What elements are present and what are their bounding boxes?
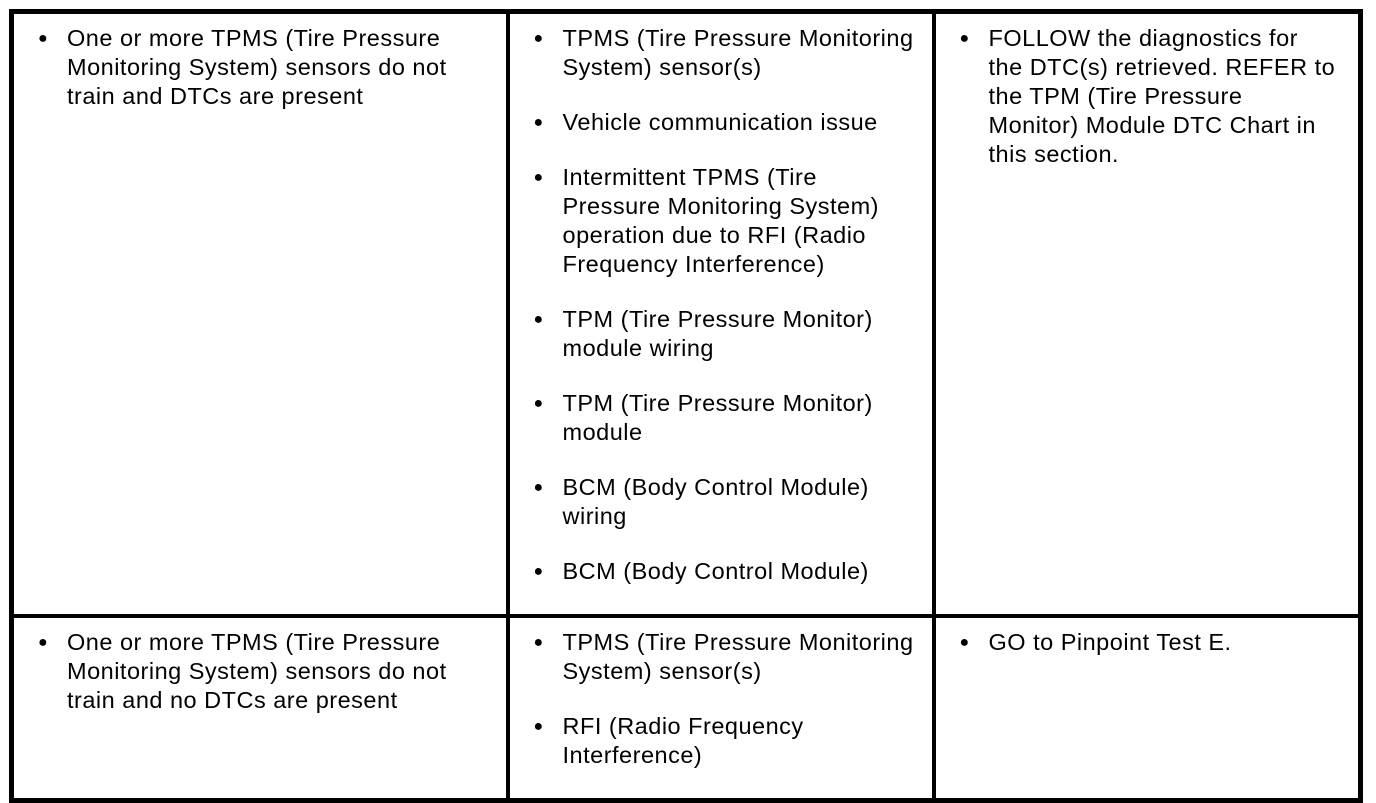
table-row: ● One or more TPMS (Tire Pressure Monito… [9, 9, 1363, 618]
bullet-icon: ● [533, 395, 544, 412]
list-item: ● BCM (Body Control Module) wiring [534, 473, 932, 531]
bullet-icon: ● [38, 634, 48, 651]
table-row: ● One or more TPMS (Tire Pressure Monito… [9, 614, 1363, 803]
list-item: ● TPMS (Tire Pressure Monitoring System)… [534, 24, 932, 82]
list-item-text: FOLLOW the diagnostics for the DTC(s) re… [988, 25, 1336, 167]
list-item: ● FOLLOW the diagnostics for the DTC(s) … [960, 24, 1359, 169]
list-item: ● Vehicle communication issue [534, 108, 932, 137]
list-item: ● BCM (Body Control Module) [534, 557, 932, 586]
bullet-icon: ● [533, 114, 544, 131]
list-item-text: BCM (Body Control Module) wiring [562, 474, 869, 529]
list-item-text: TPMS (Tire Pressure Monitoring System) s… [562, 629, 914, 684]
bullet-icon: ● [533, 563, 544, 580]
action-cell: ● FOLLOW the diagnostics for the DTC(s) … [931, 9, 1363, 618]
list-item-text: TPMS (Tire Pressure Monitoring System) s… [562, 25, 914, 80]
possible-sources-cell: ● TPMS (Tire Pressure Monitoring System)… [505, 9, 936, 618]
bullet-icon: ● [533, 311, 544, 328]
list-item-text: Vehicle communication issue [562, 109, 878, 135]
bullet-icon: ● [533, 169, 544, 186]
bullet-icon: ● [959, 30, 970, 47]
list-item: ● GO to Pinpoint Test E. [960, 628, 1359, 657]
symptom-chart-table: ● One or more TPMS (Tire Pressure Monito… [9, 9, 1363, 803]
symptom-cell: ● One or more TPMS (Tire Pressure Monito… [9, 9, 510, 618]
list-item: ● TPM (Tire Pressure Monitor) module [534, 389, 932, 447]
bullet-icon: ● [533, 479, 544, 496]
list-item: ● RFI (Radio Frequency Interference) [534, 712, 932, 770]
bullet-icon: ● [533, 634, 544, 651]
list-item: ● One or more TPMS (Tire Pressure Monito… [38, 628, 506, 715]
list-item-text: RFI (Radio Frequency Interference) [562, 713, 804, 768]
action-cell: ● GO to Pinpoint Test E. [931, 614, 1363, 803]
symptom-cell: ● One or more TPMS (Tire Pressure Monito… [9, 614, 510, 803]
list-item: ● TPM (Tire Pressure Monitor) module wir… [534, 305, 932, 363]
document-page: ● One or more TPMS (Tire Pressure Monito… [9, 9, 1363, 803]
list-item-text: TPM (Tire Pressure Monitor) module [562, 390, 873, 445]
list-item: ● Intermittent TPMS (Tire Pressure Monit… [534, 163, 932, 279]
bullet-icon: ● [38, 30, 48, 47]
bullet-icon: ● [533, 718, 544, 735]
list-item-text: BCM (Body Control Module) [562, 558, 869, 584]
list-item: ● One or more TPMS (Tire Pressure Monito… [38, 24, 506, 111]
list-item-text: Intermittent TPMS (Tire Pressure Monitor… [562, 164, 879, 277]
list-item-text: One or more TPMS (Tire Pressure Monitori… [67, 25, 447, 109]
bullet-icon: ● [959, 634, 970, 651]
list-item-text: GO to Pinpoint Test E. [988, 629, 1232, 655]
list-item: ● TPMS (Tire Pressure Monitoring System)… [534, 628, 932, 686]
list-item-text: One or more TPMS (Tire Pressure Monitori… [67, 629, 447, 713]
list-item-text: TPM (Tire Pressure Monitor) module wirin… [562, 306, 873, 361]
possible-sources-cell: ● TPMS (Tire Pressure Monitoring System)… [505, 614, 936, 803]
bullet-icon: ● [533, 30, 544, 47]
